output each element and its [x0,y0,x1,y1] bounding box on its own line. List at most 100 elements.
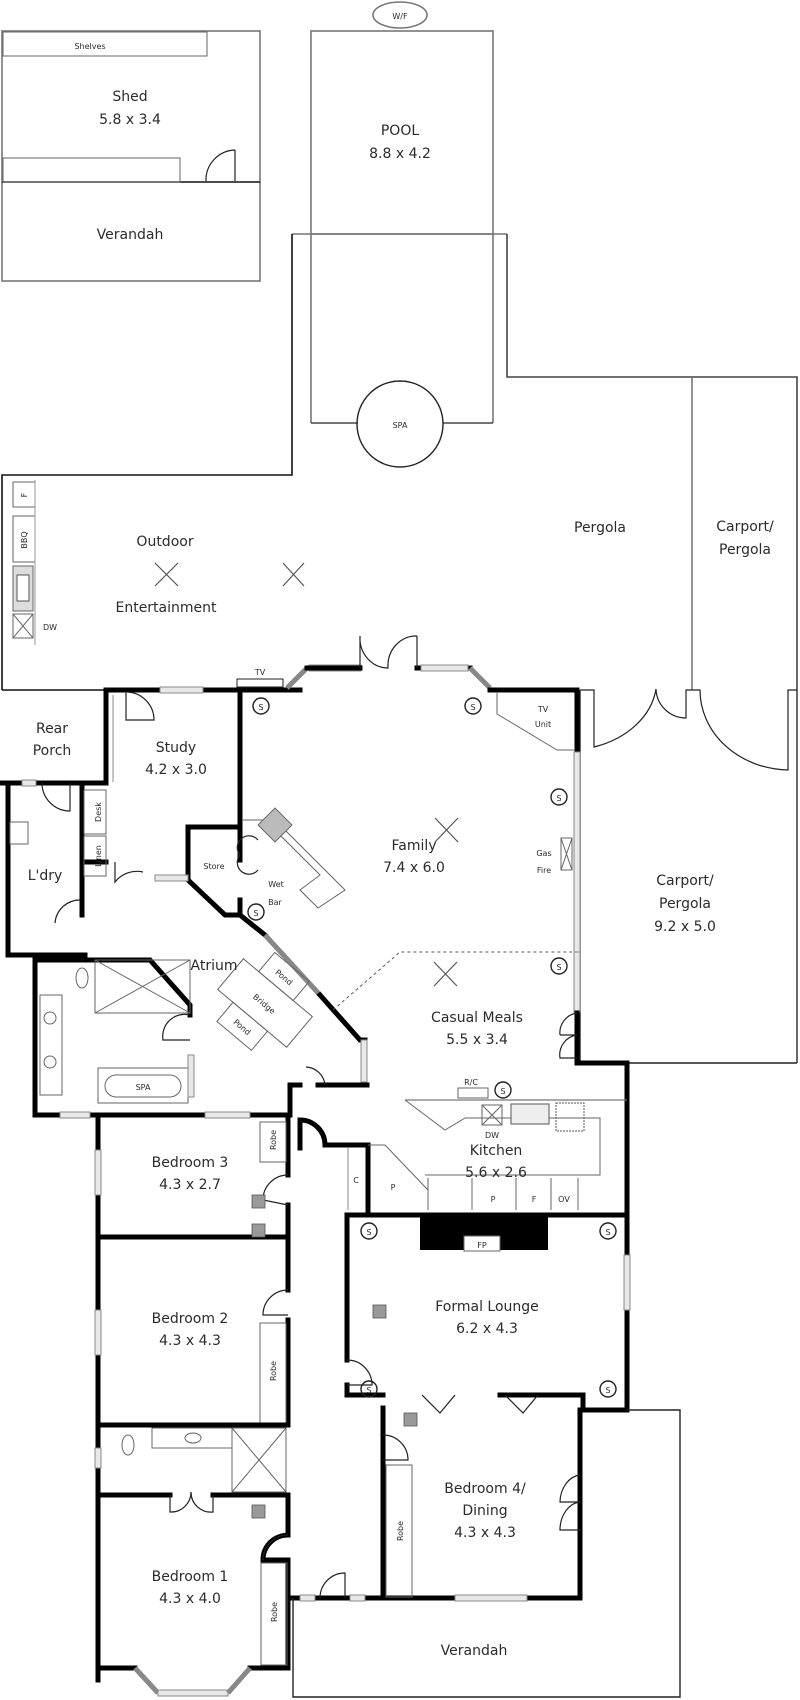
bedroom2-robe-label: Robe [269,1361,278,1381]
kitchen-sink [510,1103,550,1125]
wall-hall-kitchen [297,1117,371,1213]
bath-window [59,1111,91,1119]
laundry-door [41,782,71,812]
pond-label-bottom: Pond [232,1018,253,1037]
store-door [236,835,259,875]
bay-window-right [226,1666,252,1695]
laundry-atrium-door [54,899,81,924]
kitchen-dw-label: DW [485,1131,499,1140]
bedroom1-door [262,1534,289,1561]
outdoor-line2: Entertainment [115,600,217,616]
bath-toilet [75,967,89,989]
wall-store [185,824,243,918]
spa-bath [104,1074,182,1098]
wall-lounge-bottom [344,1239,630,1413]
outdoor-outline-right [506,234,798,1063]
carport-gates [580,688,797,771]
room-labels: Rear Porch Study 4.2 x 3.0 L'dry Family … [28,721,539,1659]
bath-door [162,1013,191,1041]
shed-outline [1,30,261,282]
ensuite-toilet [121,1434,135,1456]
bedroom3-name: Bedroom 3 [152,1155,229,1171]
bridge-label: Bridge [251,992,277,1016]
bedroom3-robe-label: Robe [269,1130,278,1150]
bedroom1-robe-label: Robe [270,1602,279,1622]
bedroom4-size: 4.3 x 4.3 [454,1525,516,1541]
shelves-label: Shelves [74,42,105,51]
smoke-10: S [605,1386,610,1395]
wall-atrium-diag-1 [236,911,269,939]
atrium-study-door [114,862,144,884]
tv-box [236,678,284,688]
family-angled-window-left [285,666,309,690]
family-angled-window-right [468,666,492,690]
linen-box [83,835,107,877]
bedroom4-door [382,1434,409,1461]
bedroom2-door [262,1289,289,1316]
bedroom2-window [94,1309,102,1356]
pond-label-top: Pond [273,968,294,987]
wall-bath-top [32,957,193,1018]
kitchen-oven-label: OV [558,1195,570,1204]
outdoor-dw-box [12,613,34,639]
smoke-1: S [258,703,263,712]
meals-double-door [559,1012,578,1059]
shed-room: Shelves Shed 5.8 x 3.4 Verandah [1,30,261,282]
shed-name: Shed [112,89,147,105]
formal-lounge-name: Formal Lounge [435,1299,539,1315]
ceiling-fan-icon [154,562,305,587]
family-size: 7.4 x 6.0 [383,860,445,876]
basin-2 [43,1055,57,1069]
wetbar-line1: Wet [268,880,284,889]
basin-1 [43,1011,57,1025]
smoke-3: S [556,794,561,803]
bedroom3-robe [259,1121,287,1163]
wall-laundry-left [5,780,88,958]
bedroom1-name: Bedroom 1 [152,1569,229,1585]
wall-ensuite [95,1422,291,1538]
family-east-window [573,751,581,953]
study-window [159,686,204,694]
carport-top-line2: Pergola [719,542,771,558]
desk-box [83,789,107,835]
ensuite-shower-cross [231,1427,287,1493]
shelves-bottom [2,157,181,183]
kitchen-size: 5.6 x 2.6 [465,1165,527,1181]
spa-circle [356,380,444,468]
store-name: Store [203,862,224,871]
pantry-label: P [391,1183,396,1192]
bedroom1-robe [260,1562,288,1666]
verandah-bottom-outline [292,1409,681,1698]
pond-top [258,951,310,1002]
house-walls: TV TV Unit Gas Fire Desk Linen Store [0,635,681,1698]
pool-spa-label: SPA [393,421,408,430]
bedroom3-window [94,1149,102,1196]
shelves-top [2,31,208,57]
laundry-window [21,779,37,787]
tv-label: TV [254,668,266,677]
rear-porch-line2: Porch [33,743,72,759]
ensuite-door [169,1491,214,1513]
bedroom4-french-door [559,1474,581,1531]
ensuite-window [94,1447,102,1469]
rc-label: R/C [464,1078,478,1087]
smoke-6: S [500,1087,505,1096]
bedroom4-window [454,1594,528,1602]
tv-unit [496,693,575,751]
pool-area: W/F SPA POOL 8.8 x 4.2 [292,1,507,468]
kitchen-pantry-label: P [491,1195,496,1204]
fridge-label: F [20,492,29,497]
ceiling-fan-icon [433,817,459,987]
wall-family-right-top [487,687,580,755]
gas-fire-cross [560,837,573,871]
casual-meals-size: 5.5 x 3.4 [446,1032,508,1048]
bedroom3-hall-window [204,1111,251,1119]
bedroom4-line2: Dining [462,1503,507,1519]
laundry-tub [9,821,29,845]
wall-kitchen-right [574,1010,630,1245]
outdoor-area: F BBQ DW Outdoor Entertainment Pergola C… [1,234,798,1063]
gas-fire-box [560,837,573,871]
wetbar-line2: Bar [268,898,282,907]
front-door [319,1572,346,1599]
smoke-9: S [366,1386,371,1395]
